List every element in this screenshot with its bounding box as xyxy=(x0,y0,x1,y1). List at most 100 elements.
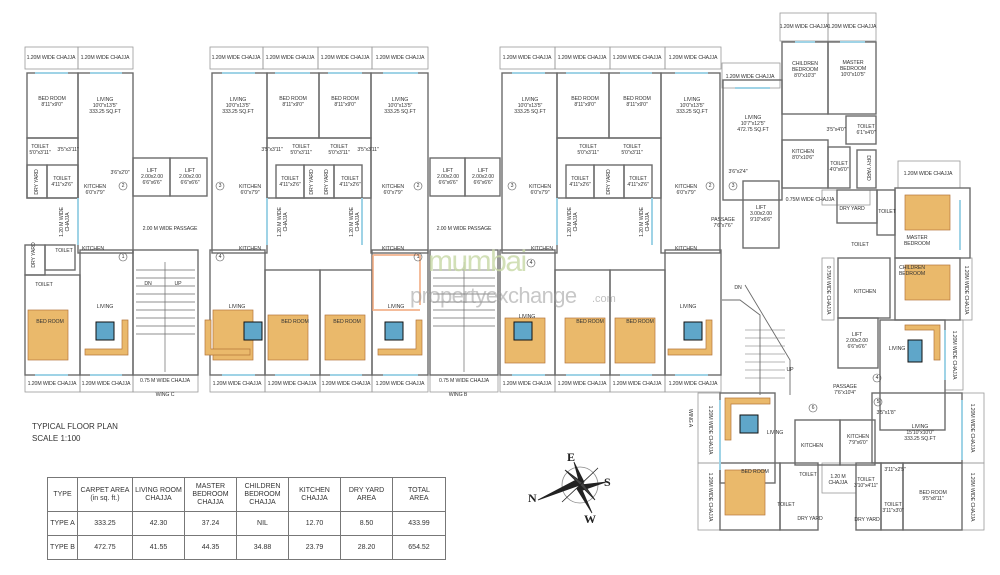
compass-west: W xyxy=(584,512,596,526)
room-label: LIFT 2.00x2.00 6'6"x6'6" xyxy=(472,168,494,186)
room-label: 3'5"x1'8" xyxy=(876,410,896,416)
room-label: TOILET xyxy=(851,242,869,248)
room-label: TOILET 4'0"x6'0" xyxy=(829,161,849,173)
room-label: DRY YARD xyxy=(309,169,315,195)
chajja-label: 1.20M WIDE CHAJJA xyxy=(321,381,371,387)
table-cell: 8.50 xyxy=(340,511,393,536)
chajja-label: 1.20M WIDE CHAJJA xyxy=(81,381,131,387)
room-label: LIVING 10'0"x13'5" 333.25 SQ.FT xyxy=(676,97,708,115)
chajja-label: 0.75M WIDE CHAJJA xyxy=(825,265,831,315)
room-label: DRY YARD xyxy=(854,517,880,523)
room-label: LIVING xyxy=(518,314,536,320)
plan-scale: SCALE 1:100 xyxy=(32,434,81,443)
stair-label: UP xyxy=(786,367,794,373)
chajja-label: 1.20M WIDE CHAJJA xyxy=(557,381,607,387)
room-label: KITCHEN xyxy=(530,246,554,252)
room-label: 3'5"x4'0" xyxy=(826,127,846,133)
plan-title-text: TYPICAL FLOOR PLAN xyxy=(32,422,118,431)
room-label: KITCHEN xyxy=(381,246,405,252)
table-header: MASTER BEDROOM CHAJJA xyxy=(184,477,237,512)
chajja-label: 1.20M WIDE CHAJJA xyxy=(612,55,662,61)
compass-north: N xyxy=(528,491,537,505)
chajja-label: 1.20M WIDE CHAJJA xyxy=(668,55,718,61)
door-number: 3 xyxy=(510,183,514,189)
chajja-label: 1.20M WIDE CHAJJA xyxy=(27,381,77,387)
table-row: TYPE A 333.25 42.30 37.24 NIL 12.70 8.50… xyxy=(47,511,446,536)
door-number: 1 xyxy=(416,254,420,260)
room-label: BED ROOM 8'11"x9'0" xyxy=(331,96,359,108)
table-cell: TYPE B xyxy=(47,535,78,560)
room-label: LIVING 10'0"x13'5" 333.25 SQ.FT xyxy=(384,97,416,115)
table-cell: 37.24 xyxy=(184,511,237,536)
room-label: KITCHEN xyxy=(238,246,262,252)
room-label: DRY YARD xyxy=(324,169,330,195)
room-label: LIVING 10'0"x13'5" 333.25 SQ.FT xyxy=(222,97,254,115)
room-label: TOILET 4'11"x2'6" xyxy=(279,176,301,188)
room-label: MASTER BEDROOM xyxy=(903,235,931,247)
table-cell: 333.25 xyxy=(77,511,133,536)
room-label: DRY YARD xyxy=(797,516,823,522)
room-label: KITCHEN 6'0"x7'9" xyxy=(528,184,552,196)
chajja-label: 1.20M WIDE CHAJJA xyxy=(779,24,829,30)
chajja-label: 1.20 M WIDE CHAJJA xyxy=(277,207,289,237)
room-label: CHILDREN BEDROOM xyxy=(898,265,926,277)
room-label: PASSAGE 7'6"x7'6" xyxy=(711,217,735,229)
room-label: 3'6"x2'0" xyxy=(110,170,130,176)
room-label: TOILET 6'1"x4'0" xyxy=(856,124,876,136)
room-label: BED ROOM 8'11"x9'0" xyxy=(623,96,651,108)
room-label: TOILET xyxy=(777,502,795,508)
chajja-label: 1.20M WIDE CHAJJA xyxy=(969,472,975,522)
chajja-label: 1.20M WIDE CHAJJA xyxy=(969,403,975,453)
room-label: KITCHEN 6'0"x7'9" xyxy=(674,184,698,196)
chajja-label: 1.20M WIDE CHAJJA xyxy=(80,55,130,61)
stair-label: UP xyxy=(174,281,182,287)
room-label: LIFT 2.00x2.00 6'6"x6'6" xyxy=(846,332,868,350)
room-label: 3'5"x3'11" xyxy=(261,147,283,153)
table-cell: 654.52 xyxy=(392,535,446,560)
watermark-logo xyxy=(372,254,421,311)
chajja-label: 1.20M WIDE CHAJJA xyxy=(26,55,76,61)
room-label: TOILET xyxy=(799,472,817,478)
room-label: KITCHEN 6'0"x7'9" xyxy=(83,184,107,196)
table-cell: 44.35 xyxy=(184,535,237,560)
room-label: LIFT 3.00x2.00 9'10"x6'6" xyxy=(750,205,772,223)
room-label: MASTER BEDROOM 10'0"x10'5" xyxy=(839,60,867,78)
room-label: LIVING 10'0"x13'5" 333.25 SQ.FT xyxy=(89,97,121,115)
table-cell: 34.88 xyxy=(236,535,289,560)
room-label: 2.00 M WIDE PASSAGE xyxy=(436,226,492,232)
compass-rose-icon xyxy=(537,461,607,514)
room-label: BED ROOM xyxy=(741,469,769,475)
room-label: TOILET xyxy=(35,282,53,288)
chajja-label: 1.20M WIDE CHAJJA xyxy=(725,74,775,80)
table-header: DRY YARD AREA xyxy=(340,477,393,512)
door-markers xyxy=(118,181,883,413)
table-header-row: TYPE CARPET AREA (in sq. ft.) LIVING ROO… xyxy=(47,477,446,512)
room-label: TOILET xyxy=(55,248,73,254)
room-label: LIVING xyxy=(228,304,246,310)
wing-label: WING B xyxy=(448,392,468,398)
table-cell: 41.55 xyxy=(132,535,185,560)
door-number: 2 xyxy=(121,183,125,189)
chajja-label: 1.20M WIDE CHAJJA xyxy=(212,381,262,387)
room-label: KITCHEN 6'0"x7'9" xyxy=(238,184,262,196)
chajja-label: 1.20M WIDE CHAJJA xyxy=(502,381,552,387)
room-label: 3'5"x3'11" xyxy=(57,147,79,153)
table-header: KITCHEN CHAJJA xyxy=(288,477,341,512)
door-number: 2 xyxy=(416,183,420,189)
room-label: KITCHEN xyxy=(853,289,877,295)
table-header: CHILDREN BEDROOM CHAJJA xyxy=(236,477,289,512)
stair-label: DN xyxy=(734,285,742,291)
room-label: TOILET 5'0"x3'11" xyxy=(290,144,312,156)
door-number: 5 xyxy=(876,399,880,405)
room-label: BED ROOM xyxy=(576,319,604,325)
chajja-label: 1.20M WIDE CHAJJA xyxy=(265,55,315,61)
room-label: KITCHEN xyxy=(674,246,698,252)
door-number: 3 xyxy=(218,183,222,189)
room-label: LIFT 2.00x2.00 6'6"x6'6" xyxy=(141,168,163,186)
chajja-label: 1.20 M WIDE CHAJJA xyxy=(639,207,651,237)
room-label: 3'11"x2'5" xyxy=(884,467,906,473)
compass-south: S xyxy=(604,475,611,489)
room-label: TOILET 4'11"x2'6" xyxy=(51,176,73,188)
room-label: BED ROOM 8'11"x9'0" xyxy=(571,96,599,108)
